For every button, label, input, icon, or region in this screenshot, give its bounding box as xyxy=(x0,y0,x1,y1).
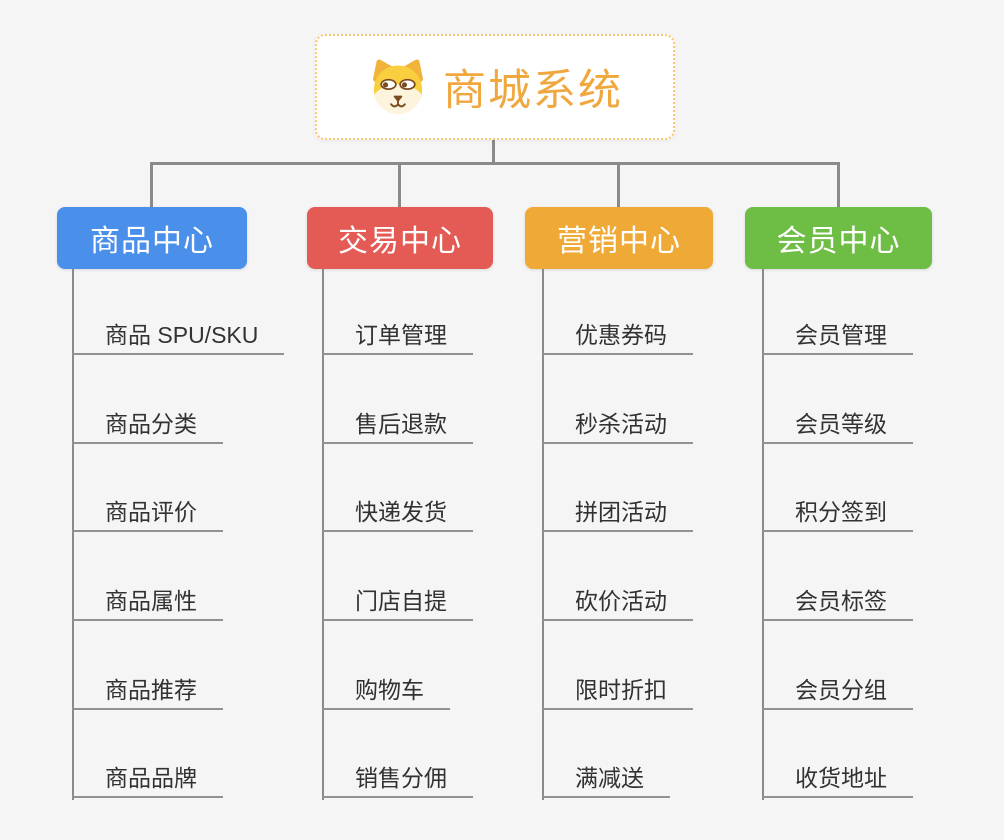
child-node[interactable]: 会员等级 xyxy=(762,410,913,444)
branch-label: 商品中心 xyxy=(90,225,214,258)
child-node[interactable]: 订单管理 xyxy=(322,324,473,355)
column-member-center: 会员管理 会员等级 积分签到 会员标签 会员分组 收货地址 xyxy=(762,269,913,801)
child-node[interactable]: 会员分组 xyxy=(762,676,913,710)
dog-face-icon xyxy=(373,59,423,114)
column-trade-center: 订单管理 售后退款 快递发货 门店自提 购物车 销售分佣 xyxy=(322,269,473,801)
child-label: 快递发货 xyxy=(355,499,447,526)
branch-node-member-center[interactable]: 会员中心 xyxy=(745,207,932,269)
branch-label: 营销中心 xyxy=(557,225,681,258)
child-label: 优惠券码 xyxy=(575,322,667,348)
child-node[interactable]: 快递发货 xyxy=(322,499,473,533)
child-node[interactable]: 商品分类 xyxy=(72,410,223,444)
child-label: 商品推荐 xyxy=(105,676,197,703)
child-node[interactable]: 拼团活动 xyxy=(542,499,693,533)
child-label: 砍价活动 xyxy=(575,588,667,615)
child-label: 拼团活动 xyxy=(575,499,667,526)
child-node[interactable]: 商品品牌 xyxy=(72,765,223,799)
child-node[interactable]: 商品推荐 xyxy=(72,676,223,710)
child-label: 商品分类 xyxy=(105,410,197,437)
branch-node-marketing-center[interactable]: 营销中心 xyxy=(525,207,713,269)
child-label: 商品 SPU/SKU xyxy=(105,322,259,348)
child-node[interactable]: 会员标签 xyxy=(762,588,913,622)
child-node[interactable]: 积分签到 xyxy=(762,499,913,533)
child-label: 秒杀活动 xyxy=(575,410,667,437)
child-node[interactable]: 优惠券码 xyxy=(542,324,693,355)
child-label: 会员分组 xyxy=(795,676,887,703)
child-node[interactable]: 商品属性 xyxy=(72,588,223,622)
connector-drop-2 xyxy=(398,162,401,207)
connector-bus xyxy=(150,162,840,165)
child-label: 门店自提 xyxy=(355,588,447,615)
child-node[interactable]: 会员管理 xyxy=(762,324,913,355)
connector-drop-3 xyxy=(617,162,620,207)
child-label: 会员管理 xyxy=(795,322,887,348)
child-label: 积分签到 xyxy=(795,499,887,526)
child-label: 商品评价 xyxy=(105,499,197,526)
column-marketing-center: 优惠券码 秒杀活动 拼团活动 砍价活动 限时折扣 满减送 xyxy=(542,269,693,801)
connector-drop-1 xyxy=(150,162,153,207)
child-node[interactable]: 售后退款 xyxy=(322,410,473,444)
child-label: 订单管理 xyxy=(355,322,447,348)
child-label: 商品品牌 xyxy=(105,765,197,792)
column-product-center: 商品 SPU/SKU 商品分类 商品评价 商品属性 商品推荐 商品品牌 xyxy=(72,269,285,801)
child-node[interactable]: 秒杀活动 xyxy=(542,410,693,444)
child-label: 满减送 xyxy=(575,765,644,792)
child-label: 限时折扣 xyxy=(575,676,667,703)
child-label: 会员标签 xyxy=(795,588,887,615)
child-node[interactable]: 门店自提 xyxy=(322,588,473,622)
child-node[interactable]: 限时折扣 xyxy=(542,676,693,710)
child-label: 购物车 xyxy=(355,676,424,703)
connector-root-stub xyxy=(492,140,495,165)
child-node[interactable]: 销售分佣 xyxy=(322,765,473,799)
connector-drop-4 xyxy=(837,162,840,207)
child-label: 收货地址 xyxy=(795,765,887,792)
root-node[interactable]: 商城系统 xyxy=(315,34,675,140)
branch-label: 会员中心 xyxy=(776,225,901,258)
child-node[interactable]: 商品 SPU/SKU xyxy=(72,322,285,355)
root-title: 商城系统 xyxy=(443,67,623,115)
branch-node-trade-center[interactable]: 交易中心 xyxy=(307,207,493,269)
child-label: 商品属性 xyxy=(105,588,197,615)
branch-node-product-center[interactable]: 商品中心 xyxy=(57,207,247,269)
child-label: 会员等级 xyxy=(795,410,887,437)
child-label: 售后退款 xyxy=(355,410,447,437)
child-node[interactable]: 砍价活动 xyxy=(542,588,693,622)
child-label: 销售分佣 xyxy=(355,765,447,792)
branch-label: 交易中心 xyxy=(338,225,462,258)
child-node[interactable]: 购物车 xyxy=(322,676,450,710)
child-node[interactable]: 商品评价 xyxy=(72,499,223,533)
child-node[interactable]: 满减送 xyxy=(542,765,670,799)
child-node[interactable]: 收货地址 xyxy=(762,765,913,799)
